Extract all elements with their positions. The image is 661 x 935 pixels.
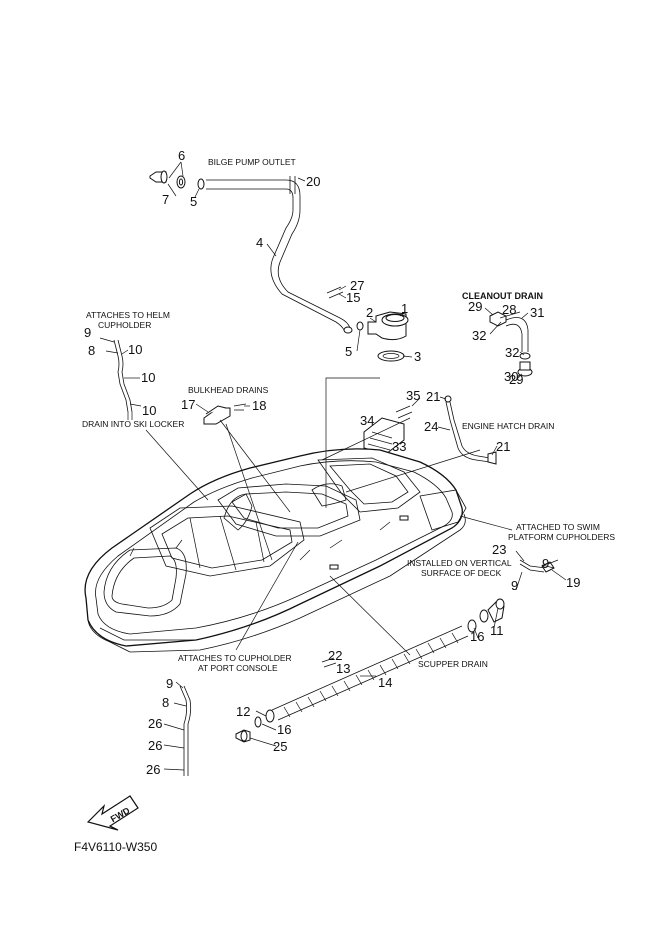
diagram-code: F4V6110-W350 <box>74 840 157 854</box>
boat-hull <box>84 448 467 653</box>
part-number: 23 <box>492 542 506 557</box>
caption-cleanout-drain: CLEANOUT DRAIN <box>462 291 543 301</box>
bulkhead-drains <box>195 403 250 425</box>
part-number: 5 <box>345 344 352 359</box>
part-number: 6 <box>178 148 185 163</box>
part-number: 32 <box>505 345 519 360</box>
part-number: 30 <box>504 369 518 384</box>
part-number: 1 <box>401 301 408 316</box>
part-number: 26 <box>148 716 162 731</box>
part-number: 8 <box>88 343 95 358</box>
part-number: 21 <box>426 389 440 404</box>
fwd-arrow-icon: FWD <box>86 795 139 831</box>
caption-helm-2: CUPHOLDER <box>98 320 151 330</box>
part-number: 26 <box>148 738 162 753</box>
part-number: 18 <box>252 398 266 413</box>
part-number: 15 <box>346 290 360 305</box>
caption-bulkhead-drains: BULKHEAD DRAINS <box>188 385 269 395</box>
part-number: 16 <box>470 629 484 644</box>
part-number: 24 <box>424 419 438 434</box>
caption-vertical-2: SURFACE OF DECK <box>421 568 502 578</box>
caption-helm-1: ATTACHES TO HELM <box>86 310 170 320</box>
part-number: 7 <box>162 192 169 207</box>
caption-vertical-1: INSTALLED ON VERTICAL <box>407 558 512 568</box>
part-number: 32 <box>472 328 486 343</box>
part-number: 5 <box>190 194 197 209</box>
part-number: 8 <box>162 695 169 710</box>
part-number: 14 <box>378 675 392 690</box>
part-number: 10 <box>142 403 156 418</box>
part-number: 9 <box>542 556 549 571</box>
part-number: 34 <box>360 413 374 428</box>
part-number: 28 <box>502 302 516 317</box>
helm-cupholder-drain <box>99 337 142 420</box>
part-number: 9 <box>84 325 91 340</box>
caption-port-console-1: ATTACHES TO CUPHOLDER <box>178 653 292 663</box>
part-number: 2 <box>366 305 373 320</box>
part-number: 31 <box>530 305 544 320</box>
part-numbers: 6 7 5 20 4 27 15 1 2 5 3 29 28 31 32 32 … <box>84 148 580 777</box>
part-number: 9 <box>166 676 173 691</box>
caption-engine-hatch: ENGINE HATCH DRAIN <box>462 421 554 431</box>
part-number: 11 <box>490 623 504 638</box>
bilge-pump-outlet-assembly <box>149 161 413 362</box>
caption-ski-locker: DRAIN INTO SKI LOCKER <box>82 419 184 429</box>
part-number: 10 <box>128 342 142 357</box>
port-console-drain <box>163 681 192 776</box>
hull-leader-lines <box>145 377 513 656</box>
caption-swim-1: ATTACHED TO SWIM <box>516 522 600 532</box>
caption-port-console-2: AT PORT CONSOLE <box>198 663 278 673</box>
cleanout-drain-assembly <box>484 307 533 379</box>
part-number: 26 <box>146 762 160 777</box>
swim-platform-drain <box>515 550 567 591</box>
part-number: 16 <box>277 722 291 737</box>
part-number: 4 <box>256 235 263 250</box>
part-number: 17 <box>181 397 195 412</box>
part-number: 3 <box>414 349 421 364</box>
part-number: 27 <box>350 278 364 293</box>
caption-bilge-pump-outlet: BILGE PUMP OUTLET <box>208 157 296 167</box>
part-number: 29 <box>509 372 523 387</box>
part-number: 13 <box>336 661 350 676</box>
part-number: 22 <box>328 648 342 663</box>
part-number: 21 <box>496 439 510 454</box>
captions: BILGE PUMP OUTLET CLEANOUT DRAIN ATTACHE… <box>82 157 615 673</box>
caption-scupper-drain: SCUPPER DRAIN <box>418 659 488 669</box>
part-number: 35 <box>406 388 420 403</box>
part-number: 33 <box>392 439 406 454</box>
part-number: 29 <box>468 299 482 314</box>
part-number: 20 <box>306 174 320 189</box>
part-number: 12 <box>236 704 250 719</box>
part-number: 25 <box>273 739 287 754</box>
part-number: 10 <box>141 370 155 385</box>
part-number: 9 <box>511 578 518 593</box>
part-number: 19 <box>566 575 580 590</box>
scupper-drain-assembly <box>235 598 505 747</box>
caption-swim-2: PLATFORM CUPHOLDERS <box>508 532 615 542</box>
